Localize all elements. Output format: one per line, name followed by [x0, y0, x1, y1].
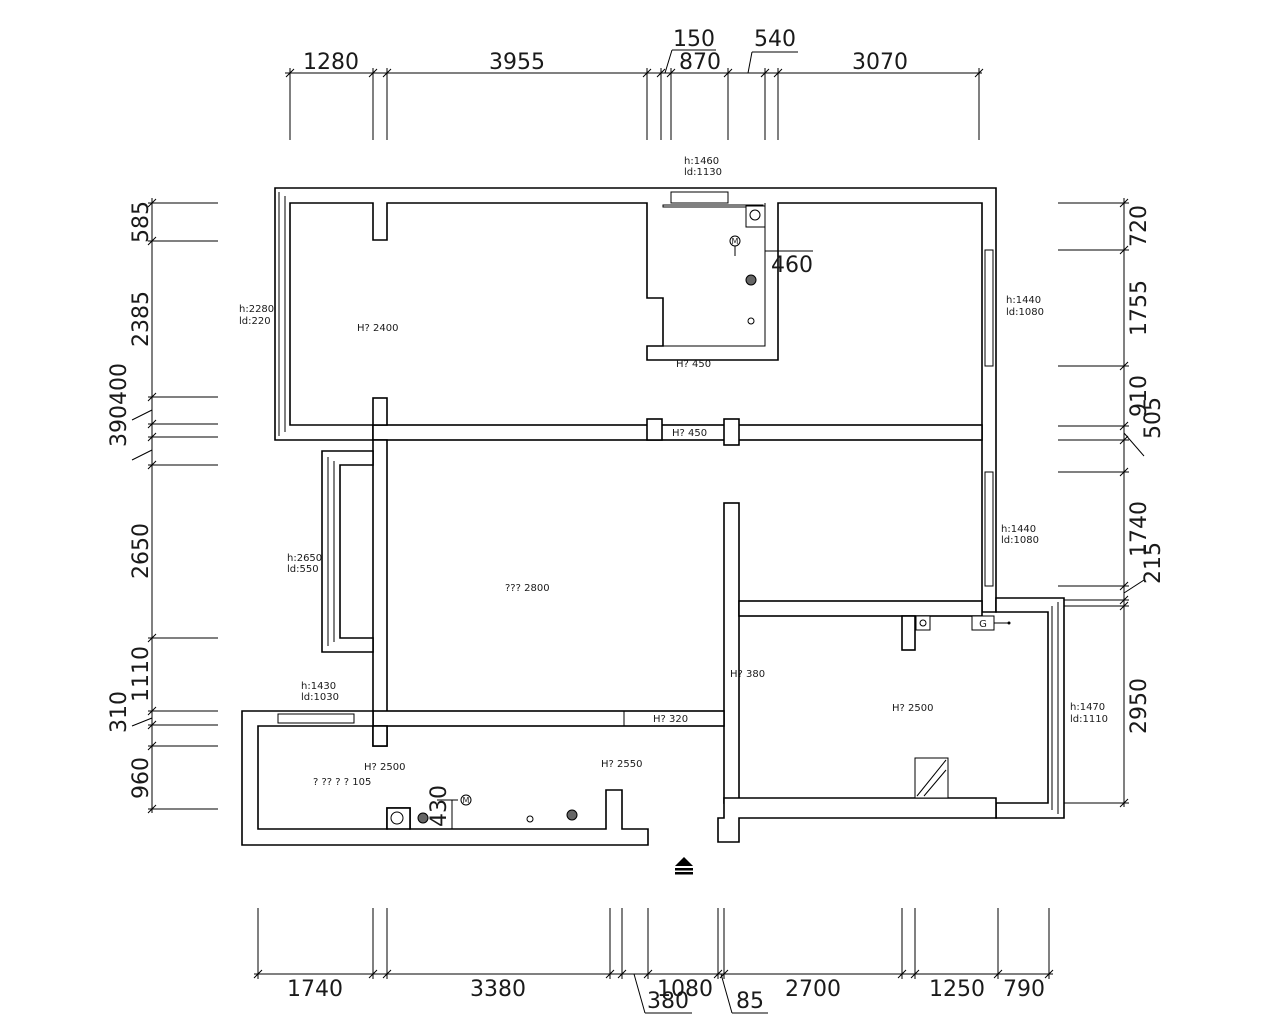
- dim-top-1280: 1280: [303, 50, 359, 75]
- small-drain-icon: [747, 317, 755, 325]
- gas-g-label: G: [979, 619, 987, 630]
- living-height: ??? 2800: [505, 583, 550, 594]
- wall-stub-398: [372, 397, 388, 426]
- dim-left-1110: 1110: [129, 646, 154, 702]
- dim-right-720: 720: [1127, 205, 1152, 247]
- dim-right-2950: 2950: [1127, 678, 1152, 734]
- inner-beam: H? 450: [676, 359, 711, 370]
- dim-bottom-380: 380: [647, 989, 689, 1014]
- kitchen-small-drain-icon: [526, 815, 534, 823]
- dim-top-870: 870: [679, 50, 721, 75]
- h320-label: H? 320: [653, 714, 688, 725]
- dim-left-390400: 390400: [107, 363, 132, 447]
- corridor-beam: H? 450: [672, 428, 707, 439]
- window-right-1: [984, 249, 994, 367]
- right-window1-ld: ld:1080: [1006, 307, 1044, 318]
- dim-left-2385: 2385: [129, 291, 154, 347]
- hall-height: H? 2550: [601, 759, 642, 770]
- annotations: 460 430 h:1460 ld:1130 h:2280 ld:220 H? …: [239, 156, 1108, 827]
- wall-stub-373-746: [372, 725, 388, 747]
- window-top: [670, 191, 729, 204]
- dim-misc-460: 460: [771, 253, 813, 278]
- left-window-h: h:2280: [239, 304, 274, 315]
- lower-window-h: h:1430: [301, 681, 336, 692]
- meter-circle-kitchen-icon: [460, 794, 472, 806]
- meter-m-label-top: M: [732, 237, 739, 246]
- dim-bottom-790: 790: [1003, 977, 1045, 1002]
- dim-left-585: 585: [129, 201, 154, 243]
- dim-top-3070: 3070: [852, 50, 908, 75]
- dim-right-1740: 1740: [1127, 501, 1152, 557]
- gas-dot-icon: [1007, 621, 1011, 625]
- right-window1-h: h:1440: [1006, 295, 1041, 306]
- dim-left-960: 960: [129, 757, 154, 799]
- dim-bottom-85: 85: [736, 989, 764, 1014]
- left-dimension-chain: 585 2385 390400 2650 1110 310 960: [107, 198, 218, 814]
- wall-stub-903: [901, 615, 916, 651]
- wall-bedroom-bottom: [717, 797, 997, 843]
- wall-stub-648: [646, 418, 663, 441]
- kitchen-drain-icon: [417, 812, 429, 824]
- top-window-ld: ld:1130: [684, 167, 722, 178]
- dim-top-540: 540: [754, 27, 796, 52]
- dim-left-2650: 2650: [129, 523, 154, 579]
- dim-bottom-2700: 2700: [785, 977, 841, 1002]
- kitchen-fixture-circle-icon: [390, 811, 404, 825]
- wall-stub-724: [723, 418, 740, 446]
- window-right-2: [984, 471, 994, 587]
- wall-living-right: [723, 502, 740, 804]
- top-window-h: h:1460: [684, 156, 719, 167]
- room1-height: H? 2400: [357, 323, 398, 334]
- bay-window-frame: [321, 450, 374, 653]
- drain-icon: [745, 274, 757, 286]
- bedroom-height: H? 2500: [892, 703, 933, 714]
- dim-top-3955: 3955: [489, 50, 545, 75]
- top-dimension-chain: 1280 3955 150 870 540 3070: [285, 27, 984, 140]
- fixture-bedroom-circle-icon: [919, 619, 927, 627]
- dim-bottom-3380: 3380: [470, 977, 526, 1002]
- dim-bottom-1740: 1740: [287, 977, 343, 1002]
- dim-right-910: 910: [1127, 375, 1152, 417]
- kitchen-drain2-icon: [566, 809, 578, 821]
- kitchen-note: ? ?? ? ? 105: [313, 777, 371, 788]
- right-window3-h: h:1470: [1070, 702, 1105, 713]
- entrance-arrow-icon: [675, 857, 693, 875]
- left-window-ld: ld:220: [239, 316, 271, 327]
- wall-living-left: [372, 439, 388, 747]
- wall-corridor-upper: [372, 424, 983, 441]
- dim-bottom-1080: 1080: [657, 977, 713, 1002]
- dim-top-150: 150: [673, 27, 715, 52]
- wall-bedroom-right: [995, 597, 1065, 819]
- kitchen-height: H? 2500: [364, 762, 405, 773]
- wall-top-block: [274, 187, 997, 613]
- right-window3-ld: ld:1110: [1070, 714, 1108, 725]
- lower-window-ld: ld:1030: [301, 692, 339, 703]
- right-window2-ld: ld:1080: [1001, 535, 1039, 546]
- right-window2-h: h:1440: [1001, 524, 1036, 535]
- wall-bedroom-top: [738, 600, 983, 617]
- dim-right-1755: 1755: [1127, 280, 1152, 336]
- bay-window-ld: ld:550: [287, 564, 319, 575]
- bay-window-h: h:2650: [287, 553, 322, 564]
- meter-m-label-kitchen: M: [463, 796, 470, 805]
- bottom-dimension-chain: 1740 3380 380 1080 85 2700 1250 790: [253, 908, 1054, 1014]
- fixtures: M G M: [390, 205, 1011, 829]
- dim-bottom-1250: 1250: [929, 977, 985, 1002]
- h380-label: H? 380: [730, 669, 765, 680]
- dim-right-505: 505: [1141, 397, 1166, 439]
- fixture-circle-icon: [749, 209, 761, 221]
- window-lower-left: [277, 713, 355, 724]
- walls: [241, 187, 1065, 846]
- right-dimension-chain: 720 1755 910 505 1740 215 2950: [1058, 198, 1166, 808]
- dim-misc-430: 430: [427, 785, 452, 827]
- dim-right-215: 215: [1141, 542, 1166, 584]
- dim-left-310: 310: [107, 691, 132, 733]
